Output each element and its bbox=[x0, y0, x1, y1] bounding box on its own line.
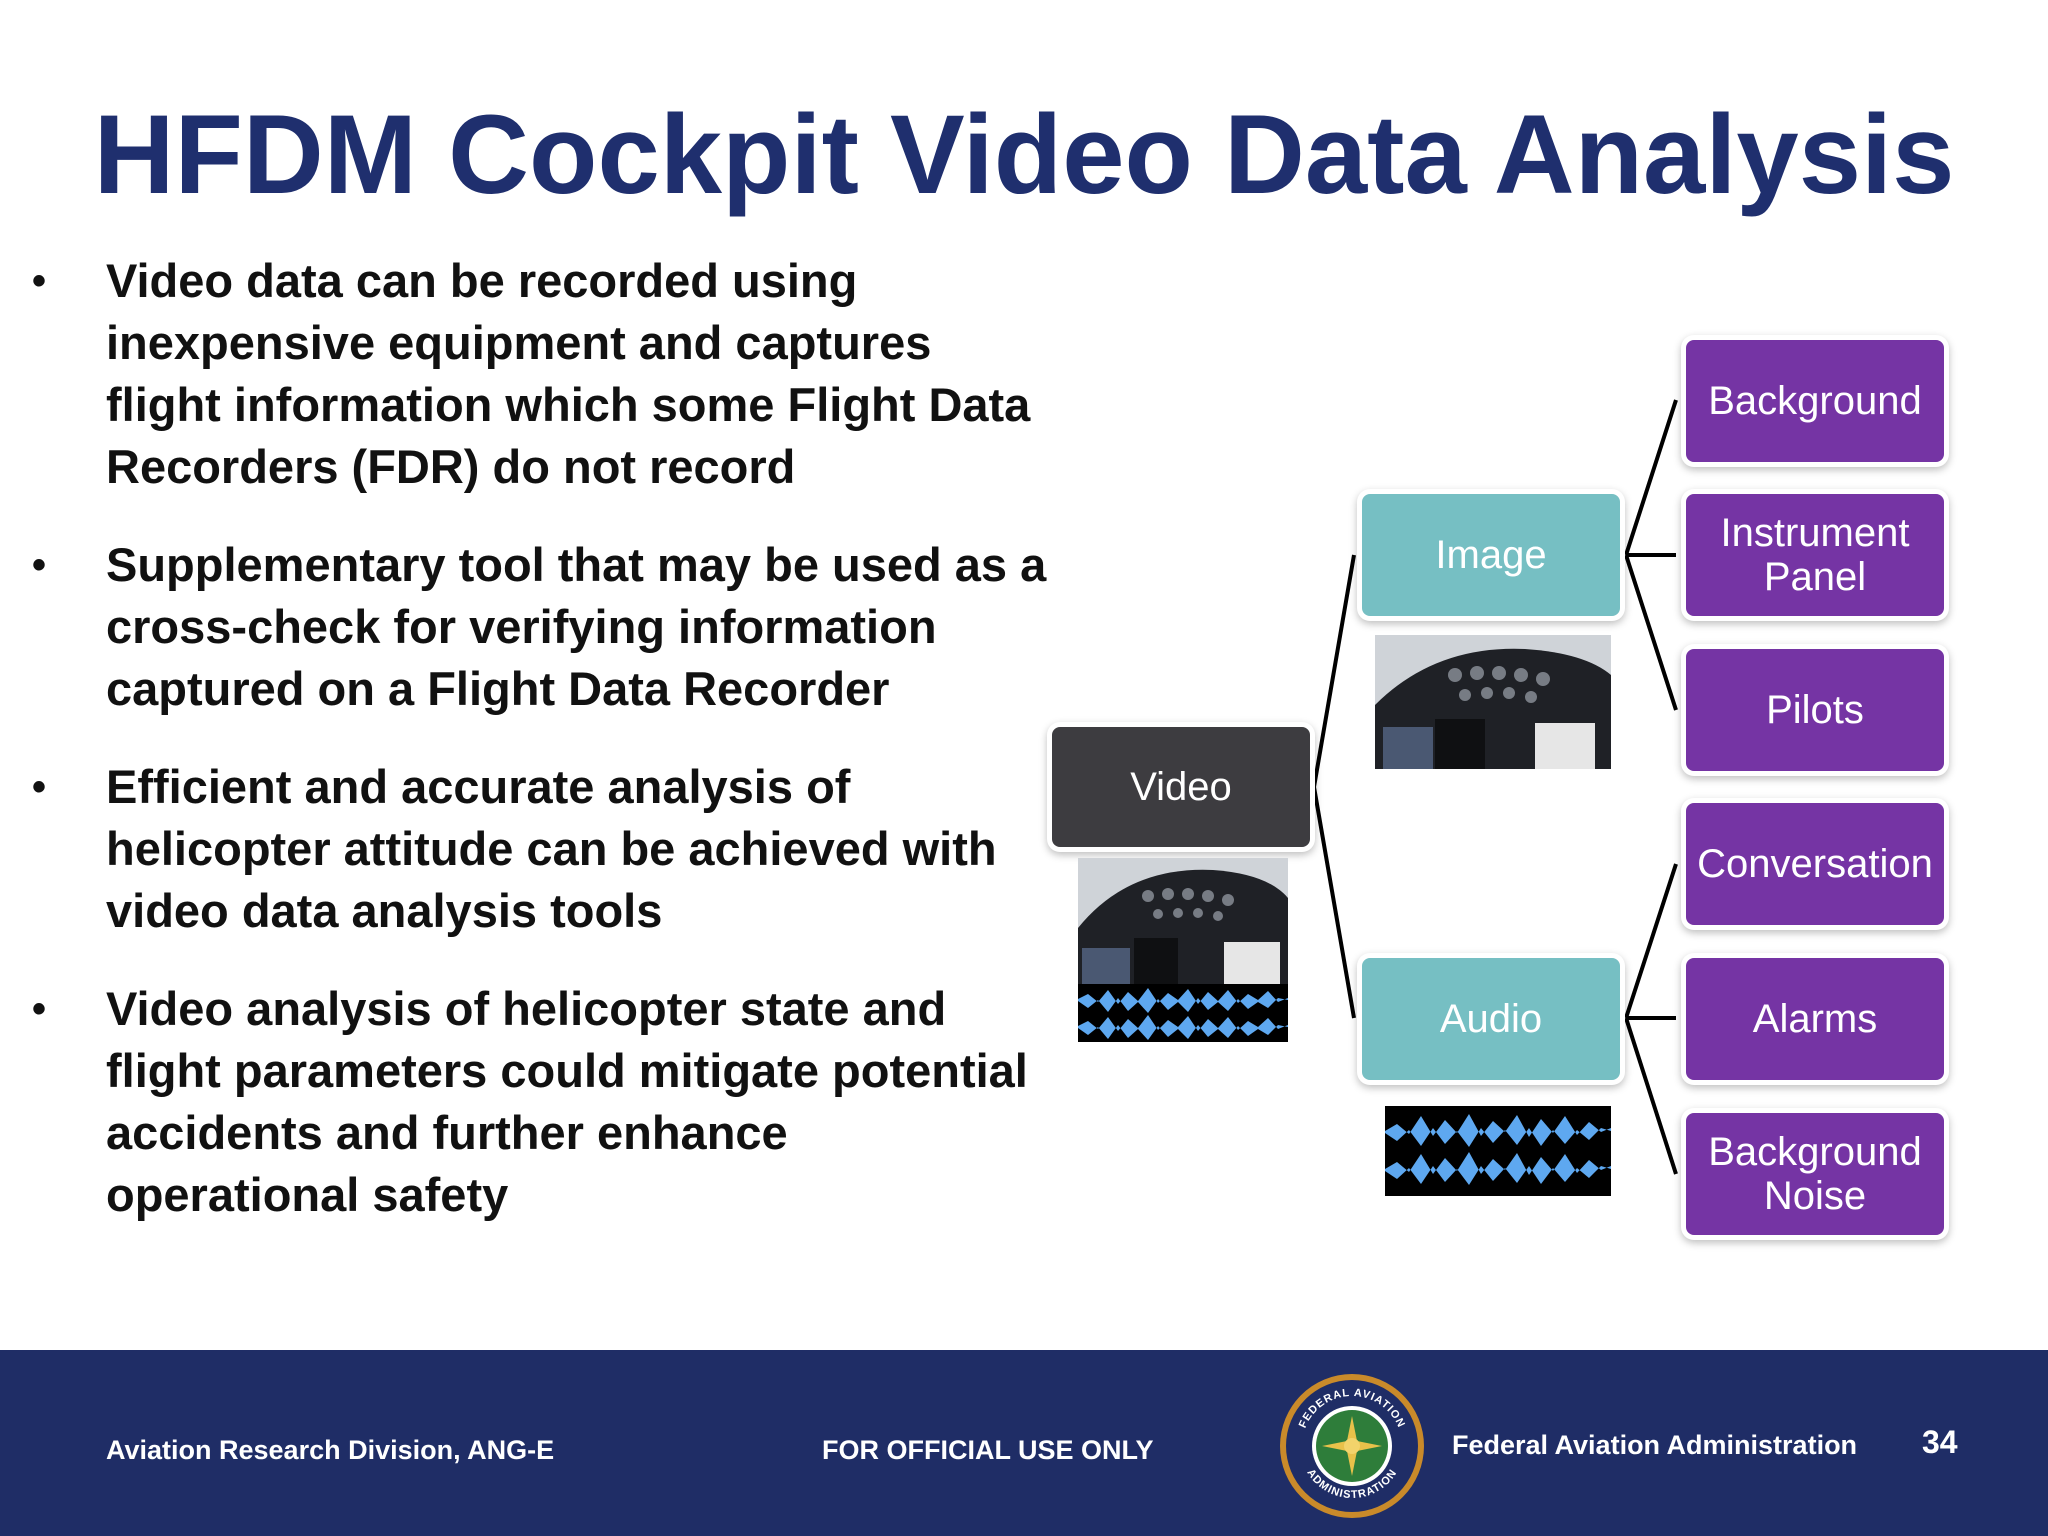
node-pilots: Pilots bbox=[1686, 649, 1944, 771]
connector-audio-noise bbox=[1624, 1017, 1678, 1175]
page-number: 34 bbox=[1922, 1424, 1958, 1460]
bullet-marker: • bbox=[32, 987, 47, 1031]
node-background: Background bbox=[1686, 340, 1944, 462]
faa-seal-drawing: FEDERAL AVIATION ADMINISTRATION bbox=[1280, 1374, 1424, 1518]
node-conversation: Conversation bbox=[1686, 803, 1944, 925]
node-instrument-panel: Instrument Panel bbox=[1686, 494, 1944, 616]
footer-division: Aviation Research Division, ANG-E bbox=[106, 1435, 555, 1465]
slide-title: HFDM Cockpit Video Data Analysis bbox=[93, 92, 1955, 217]
bullet-text: Video analysis of helicopter state and f… bbox=[106, 982, 1028, 1221]
cockpit-video-still bbox=[1078, 858, 1288, 984]
node-pilots-label: Pilots bbox=[1766, 688, 1864, 732]
node-image-label: Image bbox=[1435, 533, 1547, 577]
cockpit-video-still-drawing bbox=[1078, 858, 1288, 984]
node-instrument-panel-label: Instrument Panel bbox=[1720, 511, 1910, 599]
node-conversation-label: Conversation bbox=[1697, 842, 1933, 886]
audio-waveform-small bbox=[1078, 984, 1288, 1042]
cockpit-photo bbox=[1375, 635, 1611, 769]
bullet-item: • Video data can be recorded using inexp… bbox=[28, 250, 1048, 498]
connector-audio-conversation bbox=[1624, 863, 1678, 1019]
audio-waveform-drawing bbox=[1385, 1106, 1611, 1196]
bullet-item: • Video analysis of helicopter state and… bbox=[28, 978, 1048, 1226]
bullet-marker: • bbox=[32, 543, 47, 587]
footer-classification: FOR OFFICIAL USE ONLY bbox=[822, 1435, 1154, 1465]
connector-image-background bbox=[1624, 399, 1678, 556]
node-background-noise-label: Background Noise bbox=[1708, 1130, 1922, 1218]
connector-video-audio bbox=[1312, 786, 1356, 1019]
node-video-label: Video bbox=[1130, 765, 1232, 809]
bullet-list: • Video data can be recorded using inexp… bbox=[28, 250, 1048, 1262]
node-image: Image bbox=[1362, 494, 1620, 616]
node-background-noise: Background Noise bbox=[1686, 1113, 1944, 1235]
audio-waveform-small-drawing bbox=[1078, 984, 1288, 1042]
node-audio: Audio bbox=[1362, 958, 1620, 1080]
node-background-label: Background bbox=[1708, 379, 1922, 423]
cockpit-photo-drawing bbox=[1375, 635, 1611, 769]
connector-image-pilots bbox=[1624, 554, 1678, 711]
bullet-text: Supplementary tool that may be used as a… bbox=[106, 538, 1047, 715]
node-alarms-label: Alarms bbox=[1752, 997, 1878, 1041]
bullet-marker: • bbox=[32, 259, 47, 303]
bullet-item: • Efficient and accurate analysis of hel… bbox=[28, 756, 1048, 942]
footer-bar: Aviation Research Division, ANG-E FOR OF… bbox=[0, 1350, 2048, 1536]
node-audio-label: Audio bbox=[1439, 997, 1543, 1041]
bullet-text: Efficient and accurate analysis of helic… bbox=[106, 760, 997, 937]
node-video: Video bbox=[1052, 727, 1310, 847]
faa-seal-logo: FEDERAL AVIATION ADMINISTRATION bbox=[1278, 1372, 1426, 1520]
connector-video-image bbox=[1312, 554, 1356, 788]
audio-waveform bbox=[1385, 1106, 1611, 1196]
bullet-item: • Supplementary tool that may be used as… bbox=[28, 534, 1048, 720]
footer-agency: Federal Aviation Administration bbox=[1452, 1430, 1858, 1460]
node-alarms: Alarms bbox=[1686, 958, 1944, 1080]
bullet-text: Video data can be recorded using inexpen… bbox=[106, 254, 1031, 493]
bullet-marker: • bbox=[32, 765, 47, 809]
